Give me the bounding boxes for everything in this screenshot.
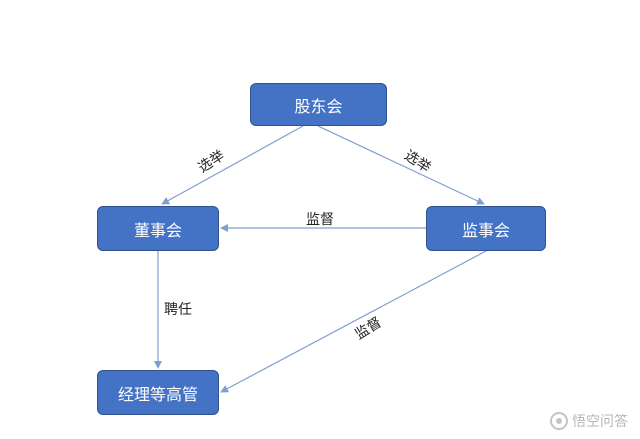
node-supervisors: 监事会 [426, 206, 546, 251]
edge-supervisors-to-management [220, 250, 487, 393]
node-board: 董事会 [97, 206, 219, 251]
edge-label-hire: 聘任 [164, 302, 192, 318]
edge-shareholders-to-board [161, 125, 304, 205]
node-shareholders: 股东会 [250, 83, 387, 126]
node-shareholders-label: 股东会 [294, 96, 343, 116]
edge-label-supervise-board: 监督 [306, 212, 334, 228]
watermark: 悟空问答 [550, 411, 628, 431]
edge-shareholders-to-supervisors [317, 125, 485, 205]
node-board-label: 董事会 [133, 220, 182, 240]
node-management: 经理等高管 [97, 370, 219, 415]
watermark-text: 悟空问答 [572, 414, 628, 430]
node-supervisors-label: 监事会 [461, 220, 510, 240]
wukong-logo-icon [550, 412, 568, 430]
node-management-label: 经理等高管 [117, 384, 198, 404]
